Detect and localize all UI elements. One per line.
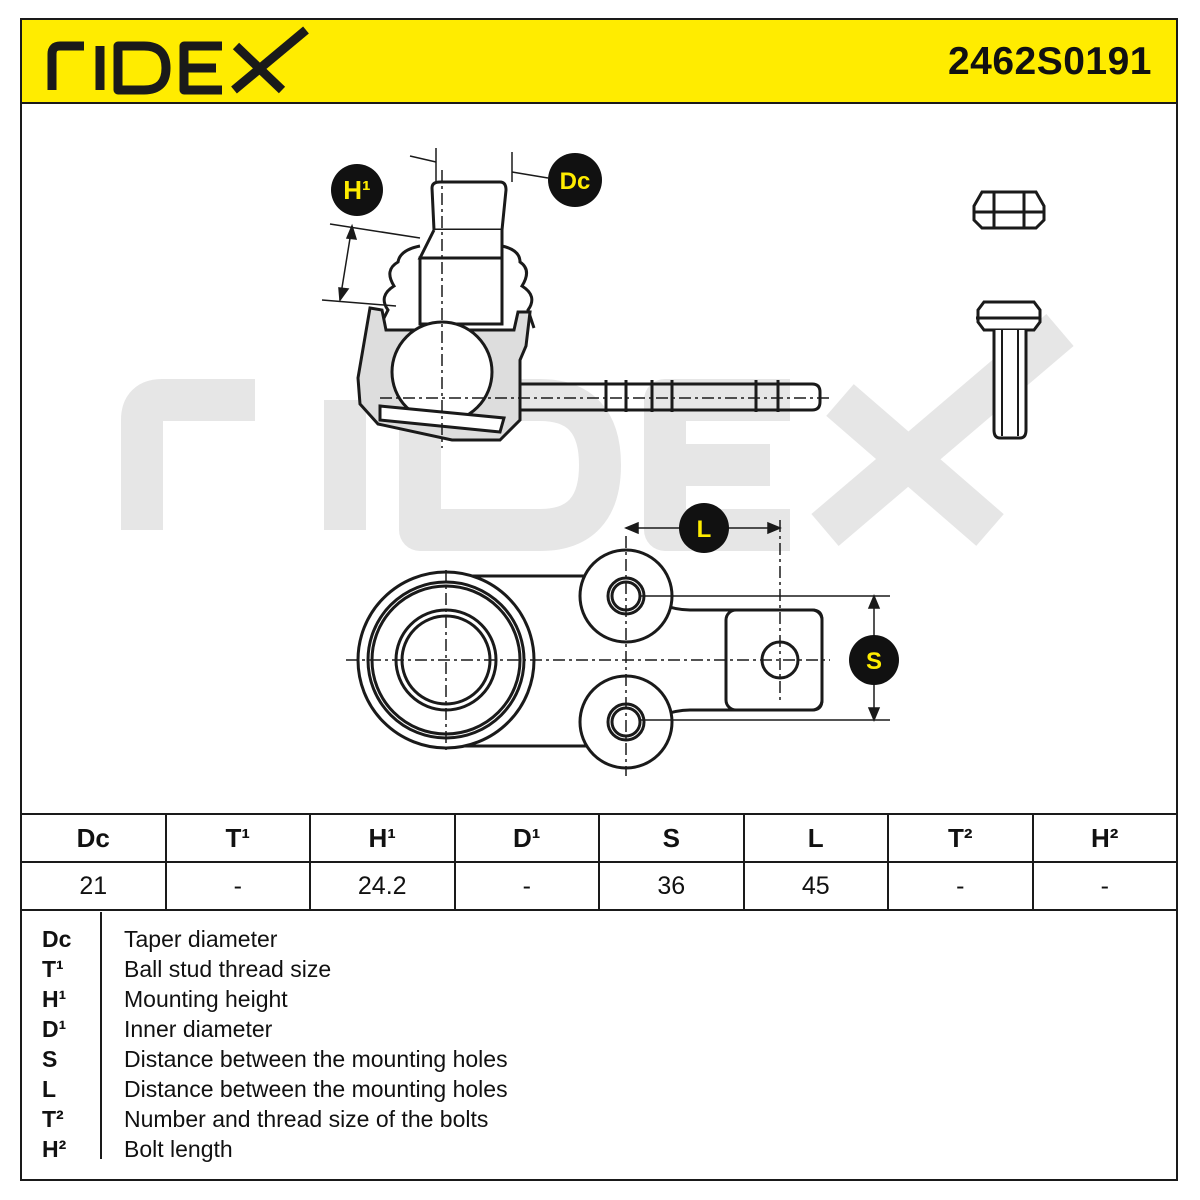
arm-hole-2 — [650, 380, 674, 412]
stud-top — [430, 180, 508, 232]
legend-divider — [100, 912, 102, 1159]
nut-icon — [972, 190, 1046, 230]
legend-description: Inner diameter — [124, 1016, 273, 1042]
spec-table-header-row: Dc T¹ H¹ D¹ S L T² H² — [20, 813, 1178, 863]
legend-symbol: L — [42, 1076, 57, 1102]
arm-hole-1 — [604, 380, 628, 412]
bolt-icon — [976, 300, 1042, 440]
value-cell-dc: 21 — [20, 861, 167, 911]
value-cell-l: 45 — [742, 861, 889, 911]
legend-description: Number and thread size of the bolts — [124, 1106, 489, 1132]
stud-neck — [417, 229, 504, 260]
technical-drawing: H¹ Dc — [121, 148, 1074, 776]
part-number: 2462S0191 — [947, 40, 1152, 83]
legend-description: Distance between the mounting holes — [124, 1076, 508, 1102]
spec-sheet-frame: 2462S0191 — [20, 18, 1178, 1181]
svg-text:Dc: Dc — [560, 168, 591, 195]
legend-symbol: Dc — [42, 926, 72, 952]
value-cell-d1: - — [453, 861, 600, 911]
dc-badge: Dc — [548, 153, 602, 207]
legend-symbol: T² — [42, 1106, 64, 1132]
l-badge: L — [679, 503, 729, 553]
h1-badge: H¹ — [331, 164, 383, 216]
legend-item: T² Number and thread size of the bolts — [20, 1106, 1120, 1136]
legend-item: Dc Taper diameter — [20, 926, 1120, 956]
svg-text:L: L — [697, 516, 712, 543]
dc-dimension — [409, 148, 549, 182]
value-cell-s: 36 — [598, 861, 745, 911]
legend-item: D¹ Inner diameter — [20, 1016, 1120, 1046]
arm-hole-3 — [754, 380, 780, 412]
value-cell-t2: - — [887, 861, 1034, 911]
header-cell-t2: T² — [887, 813, 1034, 863]
legend-symbol: S — [42, 1046, 58, 1072]
legend-item: L Distance between the mounting holes — [20, 1076, 1120, 1106]
h1-dimension — [321, 223, 421, 307]
legend-description: Bolt length — [124, 1136, 233, 1162]
legend: Dc Taper diameter T¹ Ball stud thread si… — [20, 912, 1178, 1181]
header-cell-dc: Dc — [20, 813, 167, 863]
legend-item: H¹ Mounting height — [20, 986, 1120, 1016]
svg-text:S: S — [866, 648, 882, 675]
spec-table-value-row: 21 - 24.2 - 36 45 - - — [20, 861, 1178, 911]
value-cell-h2: - — [1031, 861, 1178, 911]
legend-item: H² Bolt length — [20, 1136, 1120, 1166]
header-cell-d1: D¹ — [453, 813, 600, 863]
rubber-boot — [378, 244, 536, 329]
svg-text:H¹: H¹ — [343, 175, 370, 205]
legend-symbol: D¹ — [42, 1016, 67, 1042]
legend-symbol: T¹ — [42, 956, 64, 982]
spec-table: Dc T¹ H¹ D¹ S L T² H² 21 - 24.2 - 36 45 … — [20, 813, 1178, 911]
header-cell-t1: T¹ — [164, 813, 311, 863]
ridex-logo — [47, 26, 309, 95]
mounting-arm — [520, 382, 822, 412]
header-cell-h1: H¹ — [309, 813, 456, 863]
legend-description: Ball stud thread size — [124, 956, 332, 982]
value-cell-h1: 24.2 — [309, 861, 456, 911]
legend-symbol: H² — [42, 1136, 67, 1162]
header-cell-h2: H² — [1031, 813, 1178, 863]
s-badge: S — [849, 635, 899, 685]
header-cell-l: L — [742, 813, 889, 863]
legend-item: S Distance between the mounting holes — [20, 1046, 1120, 1076]
ridex-watermark — [121, 314, 1074, 551]
legend-symbol: H¹ — [42, 986, 67, 1012]
stud-shaft — [418, 256, 504, 326]
legend-description: Mounting height — [124, 986, 288, 1012]
value-cell-t1: - — [164, 861, 311, 911]
legend-item: T¹ Ball stud thread size — [20, 956, 1120, 986]
legend-description: Taper diameter — [124, 926, 278, 952]
legend-description: Distance between the mounting holes — [124, 1046, 508, 1072]
header-cell-s: S — [598, 813, 745, 863]
header-bar: 2462S0191 — [22, 20, 1176, 104]
